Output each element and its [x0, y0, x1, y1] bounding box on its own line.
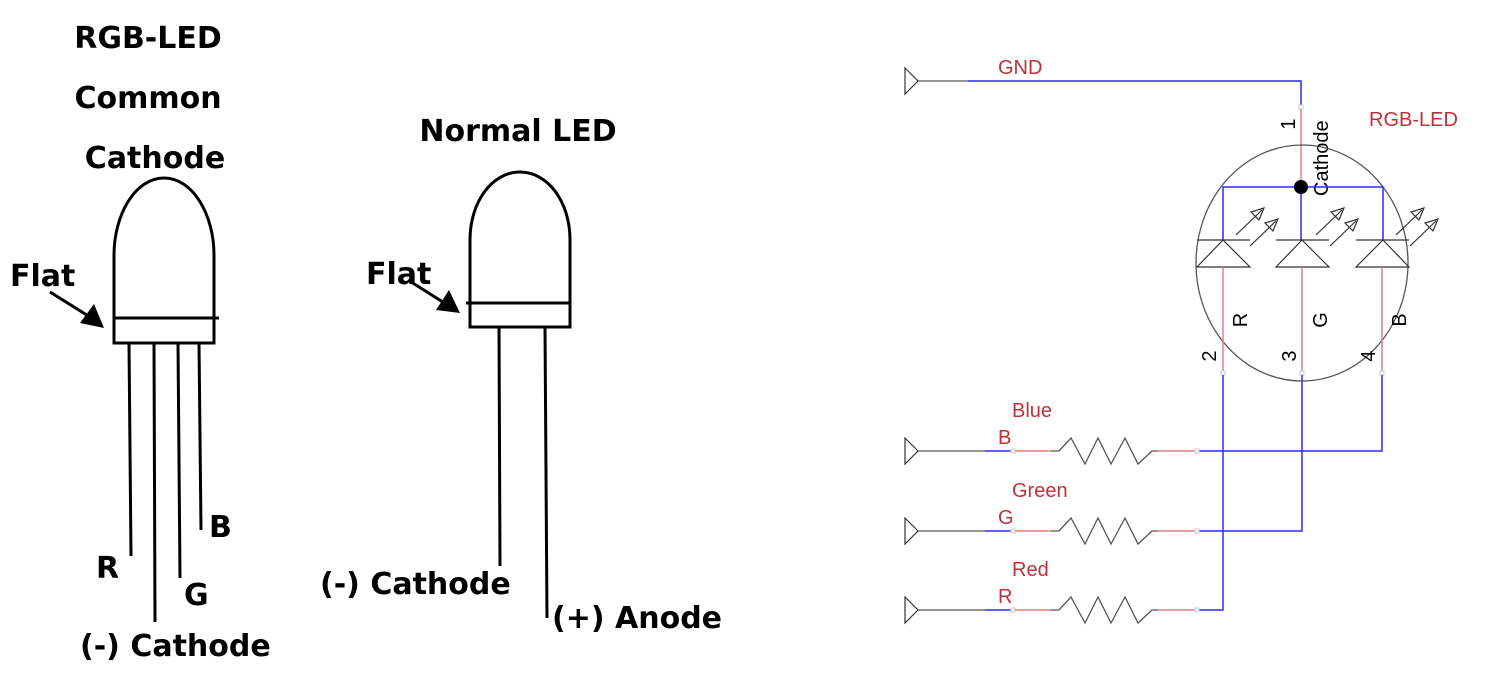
rgb-led-pin-green-label: G [184, 578, 209, 613]
pin-3-terminal [1299, 370, 1305, 376]
input-red-name: Red [1012, 559, 1049, 581]
diode-red [1195, 207, 1280, 268]
normal-led-flat-arrow-icon [407, 278, 460, 313]
blue-net-wire [1199, 375, 1383, 452]
resistor-green-icon [1051, 516, 1158, 546]
input-green-pin: G [998, 507, 1014, 529]
normal-led-flat-label: Flat [366, 257, 431, 292]
pin-4-terminal [1379, 370, 1385, 376]
rgb-led-flat-arrow-icon [49, 290, 104, 328]
pin-2-number: 2 [1199, 350, 1221, 361]
rgb-led-base [112, 316, 216, 345]
pin-4-number: 4 [1358, 350, 1380, 361]
rgb-led-lead-cathode [152, 342, 157, 623]
light-emission-arrows-icon [1395, 207, 1440, 247]
gnd-wire [968, 80, 1302, 107]
normal-led-lead-cathode [497, 326, 502, 567]
rgb-led-pin-blue-label: B [209, 510, 232, 545]
normal-led-title: Normal LED [419, 114, 616, 149]
junction-dot [1294, 180, 1308, 194]
gnd-port-icon[interactable] [904, 66, 919, 96]
diode-green [1274, 207, 1360, 268]
rgb-led-drawing: RGB-LED Common Cathode Flat R G B (-) Ca… [10, 21, 271, 664]
light-emission-arrows-icon [1315, 207, 1360, 247]
normal-led-base [468, 301, 572, 329]
cathode-pin-number: 1 [1278, 118, 1300, 129]
pin-4-name: B [1389, 313, 1411, 326]
schematic: GND 1 Cathode RGB-LED [904, 57, 1458, 625]
rgb-led-dome [112, 176, 216, 318]
rgb-led-title-line-3: Cathode [85, 141, 225, 176]
input-blue-pin: B [998, 427, 1011, 449]
input-red-port-icon[interactable] [904, 595, 919, 625]
rgb-led-pin-cathode-label: (-) Cathode [80, 629, 271, 664]
pin-3-number: 3 [1279, 350, 1301, 361]
input-blue-port-icon[interactable] [904, 436, 919, 466]
normal-led-lead-anode [543, 326, 549, 619]
rgb-led-lead-red [127, 342, 133, 557]
pin-2-name: R [1230, 313, 1252, 327]
rgb-led-flat-label: Flat [10, 259, 75, 294]
rgb-led-pin-red-label: R [96, 551, 119, 586]
rgb-led-title-line-2: Common [74, 81, 221, 116]
red-net-wire [1199, 375, 1224, 611]
input-red: Red R [904, 559, 1200, 625]
rgb-led-component-label: RGB-LED [1369, 109, 1458, 131]
rgb-led-title-line-1: RGB-LED [74, 21, 222, 56]
cathode-pin-terminal [1298, 104, 1304, 110]
input-red-pin: R [998, 586, 1012, 608]
green-net-wire [1199, 375, 1303, 532]
input-blue-name: Blue [1012, 400, 1052, 422]
cathode-pin-name: Cathode [1311, 120, 1333, 196]
normal-led-drawing: Normal LED Flat (-) Cathode (+) Anode [320, 114, 722, 636]
input-green: Green G [904, 480, 1200, 546]
input-blue: Blue B [904, 400, 1200, 466]
resistor-blue-icon [1051, 436, 1158, 466]
normal-led-cathode-label: (-) Cathode [320, 567, 511, 602]
normal-led-dome [468, 170, 572, 303]
input-green-name: Green [1012, 480, 1068, 502]
pin-3-name: G [1310, 312, 1332, 328]
cathode-bus [1222, 186, 1384, 240]
light-emission-arrows-icon [1235, 207, 1280, 247]
normal-led-anode-label: (+) Anode [552, 601, 722, 636]
rgb-led-lead-blue [197, 342, 203, 531]
pin-2-terminal [1220, 370, 1226, 376]
gnd-label: GND [998, 57, 1042, 79]
resistor-red-icon [1051, 595, 1158, 625]
input-green-port-icon[interactable] [904, 516, 919, 546]
rgb-led-lead-green [176, 342, 182, 579]
gnd-net: GND [904, 57, 1302, 107]
diode-blue [1354, 207, 1440, 268]
